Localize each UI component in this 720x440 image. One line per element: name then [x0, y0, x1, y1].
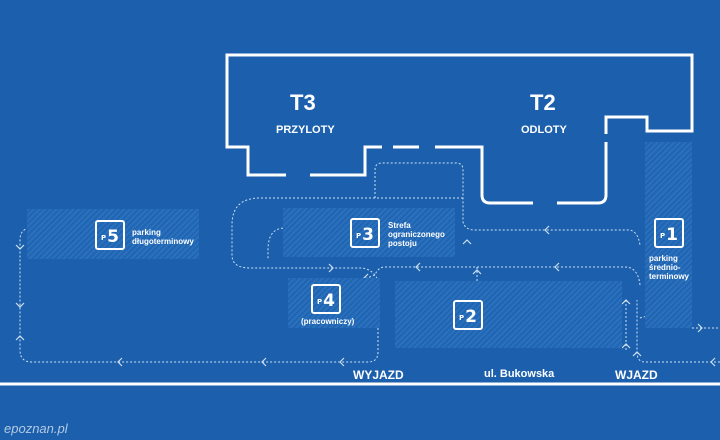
terminal-outline — [557, 142, 608, 205]
route-loop-inner — [267, 227, 295, 260]
watermark-logo: epoznan.pl — [4, 421, 68, 436]
arrow-left-icon — [710, 357, 716, 367]
arrow-left-icon — [261, 357, 267, 367]
p-prefix: P — [660, 232, 666, 240]
desc-line: parking — [132, 228, 161, 237]
parking-number: 1 — [666, 225, 678, 245]
desc-line: (pracowniczy) — [301, 317, 355, 326]
p-prefix: P — [459, 314, 465, 322]
arrow-down-icon — [15, 244, 25, 250]
p-prefix: P — [356, 232, 362, 240]
arrow-up-icon — [15, 335, 25, 341]
arrow-up-icon — [621, 343, 631, 349]
arrow-up-icon — [472, 269, 482, 275]
desc-line: terminowy — [649, 272, 690, 281]
desc-line: długoterminowy — [132, 237, 194, 246]
p-prefix: P — [317, 298, 323, 306]
desc-line: średnio- — [649, 263, 681, 272]
arrow-left-icon — [554, 262, 560, 272]
desc-line: ograniczonego — [388, 230, 445, 239]
desc-line: parking — [649, 254, 678, 263]
arrow-up-icon — [462, 239, 472, 245]
parking-zone-p2[interactable] — [395, 281, 622, 348]
p-prefix: P — [101, 234, 107, 242]
terminal-outline — [310, 145, 382, 177]
terminal-t2-label: ODLOTY — [521, 124, 567, 136]
arrow-left-icon — [339, 357, 345, 367]
terminal-outline — [225, 53, 694, 177]
arrow-down-icon — [15, 302, 25, 308]
route-bottom — [19, 227, 379, 363]
parking-p4-desc: (pracowniczy) — [301, 317, 354, 326]
parking-zone-p1[interactable] — [645, 142, 692, 328]
arrow-right-icon — [697, 323, 703, 333]
arrow-up-icon — [632, 351, 642, 357]
entry-label: WJAZD — [615, 368, 658, 382]
terminal-t3-label: PRZYLOTY — [276, 124, 335, 136]
parking-number: 3 — [362, 225, 374, 245]
parking-number: 5 — [107, 227, 119, 247]
route-mid — [361, 266, 641, 286]
street-label: ul. Bukowska — [484, 368, 555, 380]
parking-number: 4 — [323, 291, 335, 311]
arrow-left-icon — [544, 225, 550, 235]
exit-label: WYJAZD — [353, 368, 404, 382]
parking-zone-p4[interactable] — [288, 278, 380, 328]
arrow-left-icon — [117, 357, 123, 367]
arrow-right-icon — [328, 263, 334, 273]
arrow-up-icon — [621, 299, 631, 305]
terminal-t3-name: T3 — [290, 90, 316, 115]
terminal-t2-name: T2 — [530, 90, 556, 115]
parking-number: 2 — [465, 307, 477, 327]
terminal-outline — [435, 145, 533, 205]
desc-line: postoju — [388, 239, 417, 248]
desc-line: Strefa — [388, 221, 411, 230]
arrow-left-icon — [415, 262, 421, 272]
parking-zone-p5[interactable] — [27, 209, 199, 259]
route-p3-top — [374, 162, 641, 246]
parking-zone-p3[interactable] — [283, 208, 455, 257]
